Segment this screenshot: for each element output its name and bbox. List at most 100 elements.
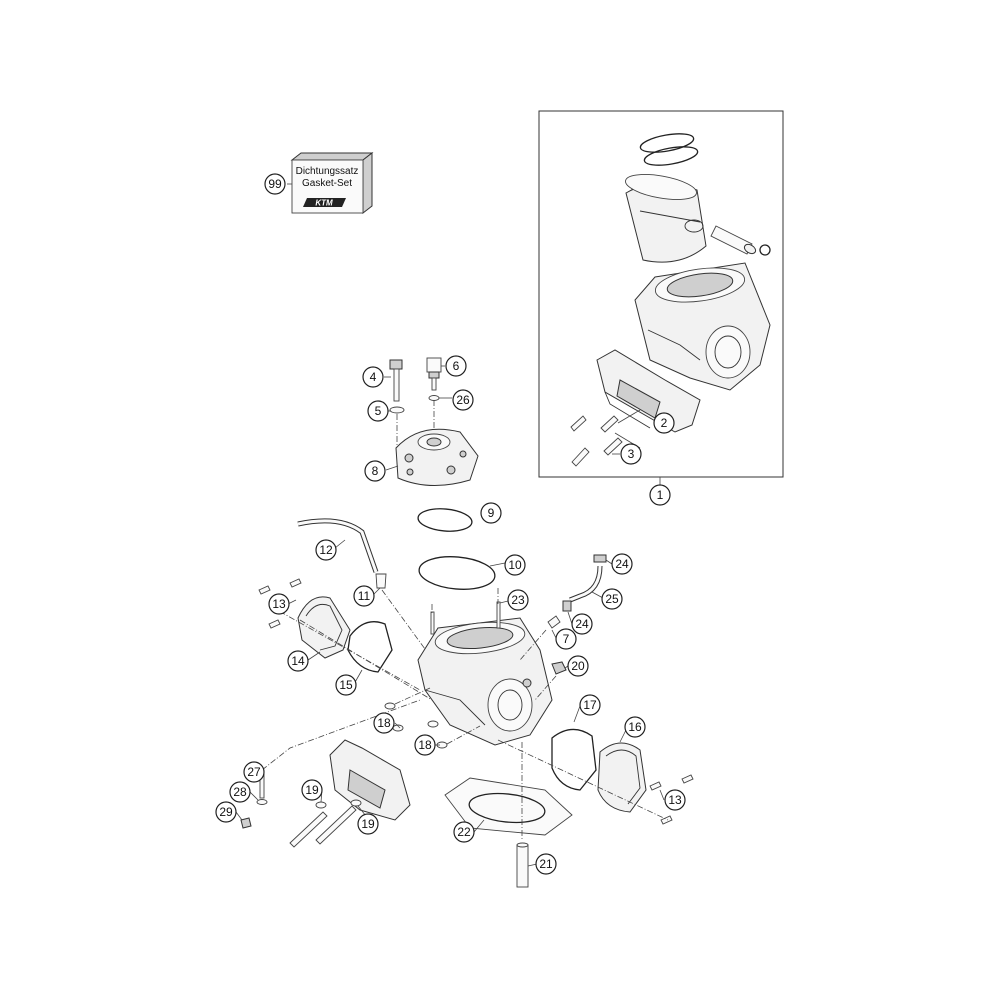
callout-24-upper: 24 [611, 553, 633, 575]
left-cover-gasket [347, 621, 393, 673]
callout-10: 10 [504, 554, 526, 576]
callout-26: 26 [452, 389, 474, 411]
svg-text:19: 19 [305, 783, 319, 797]
left-cover [297, 596, 351, 659]
exhaust-valve-washers [315, 799, 362, 809]
svg-text:7: 7 [563, 632, 570, 646]
gasket-set-box: Dichtungssatz Gasket-Set KTM [290, 151, 374, 215]
right-cover-screws [649, 774, 694, 825]
cylinder-kit-screws [570, 415, 623, 467]
svg-text:26: 26 [456, 393, 470, 407]
hose-clamp-upper [593, 554, 607, 563]
svg-text:9: 9 [488, 506, 495, 520]
dowel-pin [516, 842, 529, 888]
hose-clamp-lower [562, 600, 572, 612]
exhaust-valve-bolts [289, 805, 357, 848]
bleed-screw-nut [240, 817, 252, 829]
hose-fitting [375, 573, 387, 589]
svg-text:20: 20 [571, 659, 585, 673]
svg-text:14: 14 [291, 654, 305, 668]
svg-text:22: 22 [457, 825, 471, 839]
svg-text:24: 24 [575, 617, 589, 631]
svg-text:12: 12 [319, 543, 333, 557]
cylinder [417, 601, 553, 746]
callout-9: 9 [480, 502, 502, 524]
svg-text:17: 17 [583, 698, 597, 712]
svg-text:23: 23 [511, 593, 525, 607]
svg-text:6: 6 [453, 359, 460, 373]
callout-14: 14 [287, 650, 309, 672]
callout-99: 99 [264, 173, 286, 195]
callout-27: 27 [243, 761, 265, 783]
svg-text:27: 27 [247, 765, 261, 779]
head-o-ring-large [418, 556, 496, 590]
cylinder-kit-cylinder [634, 262, 771, 391]
piston-rings [639, 133, 699, 166]
svg-text:13: 13 [272, 597, 286, 611]
callout-5: 5 [367, 400, 389, 422]
svg-text:2: 2 [661, 416, 668, 430]
piston [625, 174, 707, 263]
svg-text:8: 8 [372, 464, 379, 478]
callout-21: 21 [535, 853, 557, 875]
head-bolt [389, 359, 403, 402]
svg-text:21: 21 [539, 857, 553, 871]
callout-13-left: 13 [268, 593, 290, 615]
callout-1: 1 [649, 484, 671, 506]
callout-17: 17 [579, 694, 601, 716]
callout-19-left: 19 [301, 779, 323, 801]
callout-23: 23 [507, 589, 529, 611]
callout-15: 15 [335, 674, 357, 696]
cylinder-head [395, 428, 479, 487]
svg-text:10: 10 [508, 558, 522, 572]
svg-text:KTM: KTM [315, 199, 333, 208]
gasket-set-label-en: Gasket-Set [302, 178, 352, 189]
callout-8: 8 [364, 460, 386, 482]
svg-text:28: 28 [233, 785, 247, 799]
callout-2: 2 [653, 412, 675, 434]
callout-22: 22 [453, 821, 475, 843]
svg-text:4: 4 [370, 370, 377, 384]
callout-13-right: 13 [664, 789, 686, 811]
callout-11: 11 [353, 585, 375, 607]
cylinder-nut [551, 661, 567, 675]
seal-rings [384, 702, 448, 749]
callout-25: 25 [601, 588, 623, 610]
temperature-sensor [426, 357, 442, 391]
svg-text:1: 1 [657, 488, 664, 502]
callout-20: 20 [567, 655, 589, 677]
callout-19-right: 19 [357, 813, 379, 835]
callout-3: 3 [620, 443, 642, 465]
exhaust-valve-housing [329, 739, 411, 821]
callout-6: 6 [445, 355, 467, 377]
callout-16: 16 [624, 716, 646, 738]
svg-text:18: 18 [377, 716, 391, 730]
svg-text:19: 19 [361, 817, 375, 831]
svg-text:5: 5 [375, 404, 382, 418]
callout-18-lower: 18 [414, 734, 436, 756]
sensor-seal-ring [428, 395, 440, 401]
piston-pin [710, 225, 757, 255]
hose-nipple [547, 615, 561, 629]
svg-text:29: 29 [219, 805, 233, 819]
callout-24-lower: 24 [571, 613, 593, 635]
head-o-ring-small [417, 508, 473, 532]
left-cover-screws [258, 578, 302, 629]
right-cover [597, 742, 647, 813]
svg-text:18: 18 [418, 738, 432, 752]
right-cover-gasket [551, 728, 597, 791]
callout-18-upper: 18 [373, 712, 395, 734]
svg-text:3: 3 [628, 447, 635, 461]
svg-text:13: 13 [668, 793, 682, 807]
svg-text:24: 24 [615, 557, 629, 571]
svg-text:11: 11 [358, 589, 371, 603]
callout-29: 29 [215, 801, 237, 823]
callout-4: 4 [362, 366, 384, 388]
svg-text:25: 25 [605, 592, 619, 606]
callout-12: 12 [315, 539, 337, 561]
svg-text:99: 99 [268, 177, 282, 191]
svg-text:16: 16 [628, 720, 642, 734]
cylinder-kit-frame [538, 110, 784, 478]
callout-7: 7 [555, 628, 577, 650]
